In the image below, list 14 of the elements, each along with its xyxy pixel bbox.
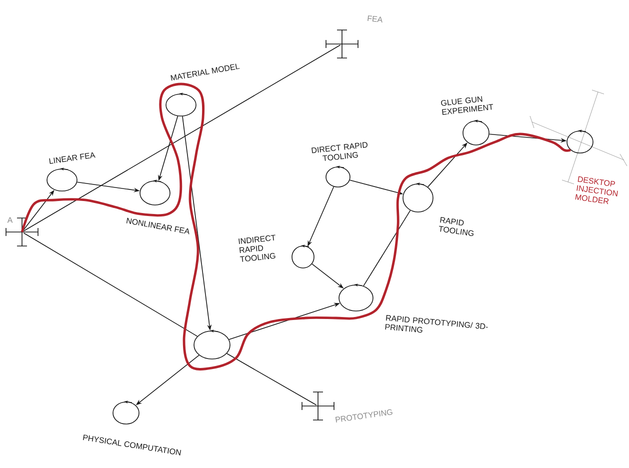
node-label: DIRECT RAPID TOOLING (312, 142, 368, 161)
node-label: A (7, 217, 13, 223)
node-label: LINEAR FEA (49, 152, 96, 164)
node-label: GLUE GUN EXPERIMENT (441, 96, 493, 115)
node-label: FEA (368, 15, 382, 22)
node-label: RAPID TOOLING (439, 217, 474, 236)
route-curve (20, 82, 571, 370)
node-label: RAPID PROTOTYPING/ 3D-PRINTING (385, 315, 488, 333)
node-label: MATERIAL MODEL (170, 64, 240, 81)
node-label: PROTOTYPING (335, 409, 392, 422)
node-label: NONLINEAR FEA (126, 218, 190, 234)
node-label: DESKTOP INJECTION MOLDER (575, 176, 618, 204)
node-label: INDIRECT RAPID TOOLING (238, 234, 276, 262)
circle-marker (194, 330, 230, 360)
